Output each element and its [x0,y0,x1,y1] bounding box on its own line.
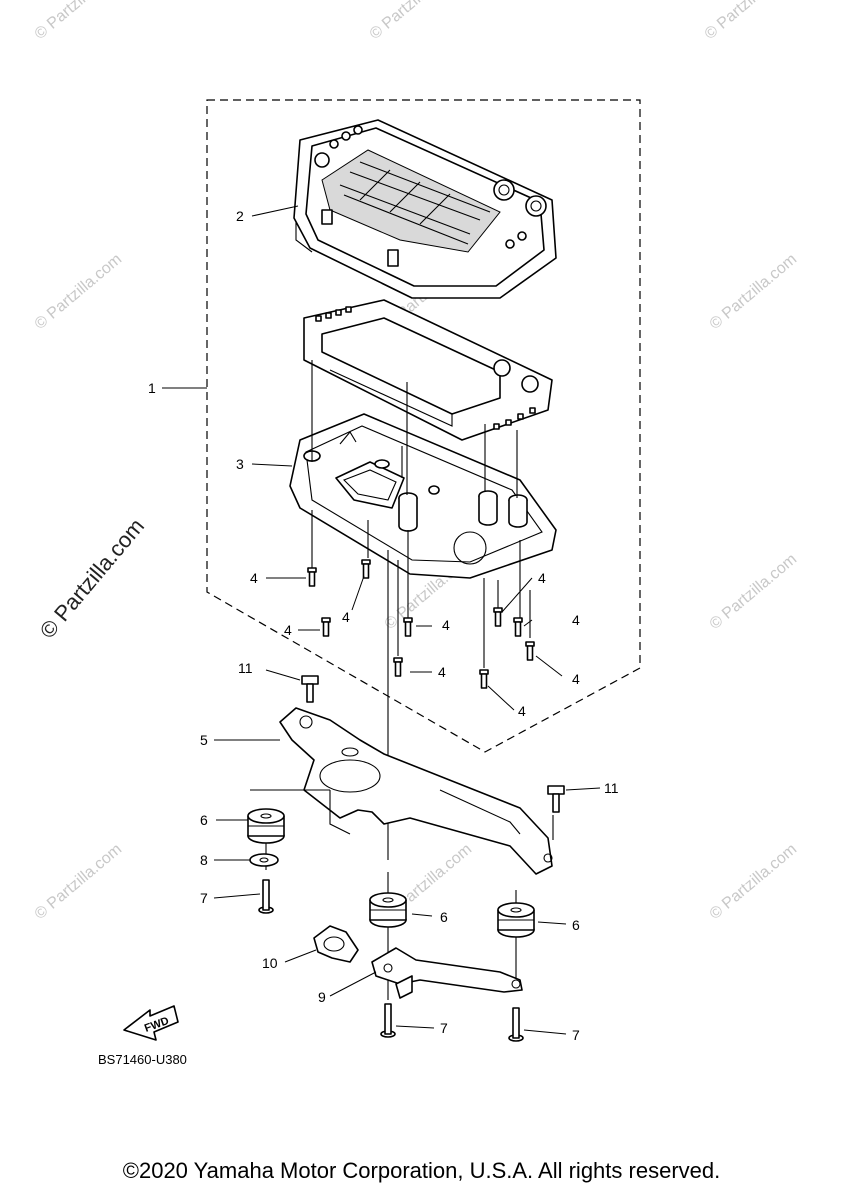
callout-7: 7 [200,890,208,906]
callout-8: 8 [200,852,208,868]
callout-7: 7 [572,1027,580,1043]
watermark: © Partzilla.com [32,0,126,43]
callout-7: 7 [440,1020,448,1036]
dampers-part-6 [247,808,535,938]
forward-arrow-icon: FWD [123,1005,179,1041]
callouts: 2 1 3 4 4 4 4 4 4 4 4 4 11 5 11 6 8 7 6 … [148,208,619,1043]
figure-code: BS71460-U380 [98,1052,187,1067]
callout-6: 6 [440,909,448,925]
callout-6: 6 [200,812,208,828]
bolts-part-11 [301,675,565,813]
callout-4: 4 [438,664,446,680]
assembly-boundary [206,99,641,753]
part-2-meter-cover [293,119,557,299]
callout-3: 3 [236,456,244,472]
watermark: © Partzilla.com [707,251,801,333]
watermark-large: © Partzilla.com [35,514,149,644]
screws-part-4 [307,559,535,689]
callout-4: 4 [250,570,258,586]
stay-part-9 [371,947,523,999]
leader-lines [162,205,601,1035]
bolts-part-7 [258,879,524,1042]
callout-10: 10 [262,955,278,971]
callout-2: 2 [236,208,244,224]
callout-4: 4 [572,612,580,628]
callout-9: 9 [318,989,326,1005]
watermark: © Partzilla.com [32,841,126,923]
callout-5: 5 [200,732,208,748]
callout-4: 4 [538,570,546,586]
callout-11: 11 [238,660,253,676]
callout-6: 6 [572,917,580,933]
copyright-notice: ©2020 Yamaha Motor Corporation, U.S.A. A… [122,1158,721,1183]
callout-4: 4 [572,671,580,687]
callout-4: 4 [342,609,350,625]
watermark: © Partzilla.com [32,251,126,333]
callout-11: 11 [604,780,619,796]
washer-part-8 [249,853,279,867]
watermark: © Partzilla.com [707,551,801,633]
clamp-part-10 [313,925,359,963]
watermark: © Partzilla.com [702,0,796,43]
callout-4: 4 [442,617,450,633]
part-3-meter-case [289,413,557,579]
watermark: © Partzilla.com [367,0,461,43]
watermark: © Partzilla.com [707,841,801,923]
part-5-bracket [250,707,553,875]
meter-circuit-board [303,299,553,441]
callout-4: 4 [284,622,292,638]
callout-1: 1 [148,380,156,396]
callout-4: 4 [518,703,526,719]
